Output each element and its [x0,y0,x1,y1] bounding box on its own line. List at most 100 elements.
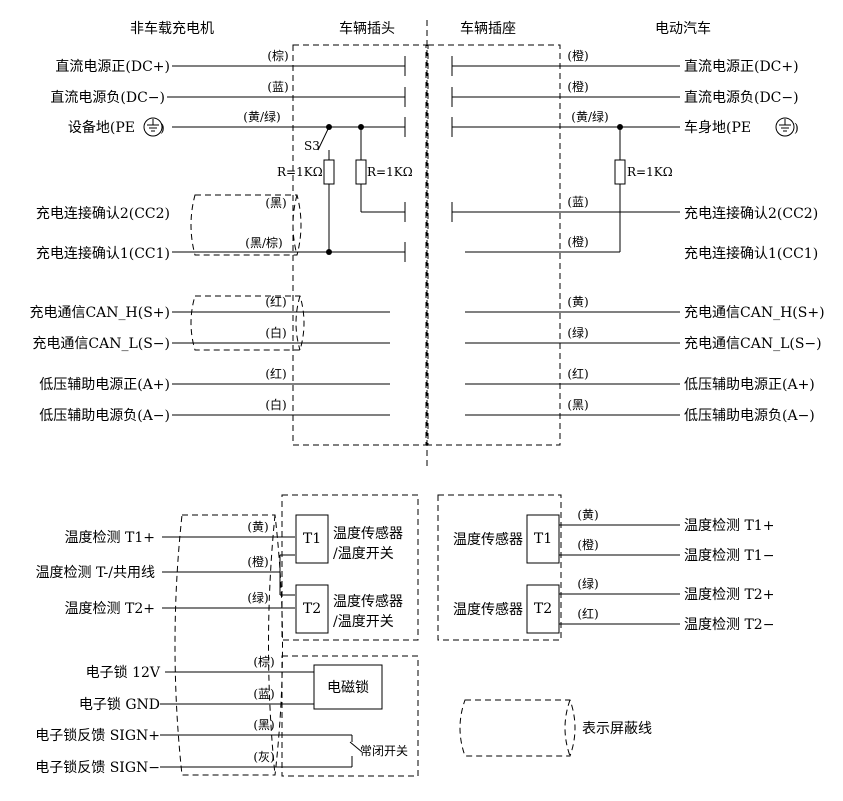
header-ev: 电动汽车 [655,20,711,37]
left-dc-neg: 直流电源负(DC−) [50,89,165,106]
lc-dc-neg: (蓝) [267,80,288,94]
lock-12v: 电子锁 12V [86,665,161,681]
right-temp-t1m: 温度检测 T1− [684,548,774,564]
lc-dc-pos: (棕) [267,48,288,63]
rc-dc-neg: (橙) [567,79,588,94]
lk-c2: (蓝) [253,687,274,701]
right-pe: 车身地(PE [684,119,751,136]
lc-aux-pos: (红) [265,366,286,381]
t1-label: T1 [303,531,321,547]
lk-c1: (棕) [253,654,274,669]
rt2-label: T2 [534,601,552,617]
rt-c2: (橙) [577,537,598,552]
rt1-box [526,514,560,564]
ev-resistor-branch [614,124,626,252]
rt1-desc: 温度传感器 [453,531,523,548]
r2-label: R=1KΩ [367,165,413,179]
temp-wires-left [162,536,295,609]
right-aux-pos: 低压辅助电源正(A+) [684,377,815,393]
rc-can-l: (绿) [567,325,588,340]
right-can-l: 充电通信CAN_L(S−) [684,336,822,352]
left-pe-close: ) [160,121,165,135]
lc-cc1: (黑/棕) [245,235,282,250]
right-ground-icon [775,117,795,137]
solenoid-label: 电磁锁 [327,680,369,696]
lc-can-l: (白) [265,325,286,340]
right-temp-t2p: 温度检测 T2+ [684,587,774,603]
rt2-desc: 温度传感器 [453,601,523,618]
left-pe: 设备地(PE [68,119,135,136]
s3-resistor-branch [317,124,406,262]
lc-aux-neg: (白) [265,397,286,412]
header-charger: 非车载充电机 [130,20,214,37]
left-cc1: 充电连接确认1(CC1) [36,245,170,262]
lc-can-h: (红) [265,294,286,309]
rc-can-h: (黄) [567,295,588,309]
t1-desc-b: /温度开关 [333,546,394,562]
shield-can [190,295,305,351]
t2-desc-b: /温度开关 [333,614,394,630]
left-cc2: 充电连接确认2(CC2) [36,205,170,222]
temp-wires-right [559,524,680,625]
rc-aux-pos: (红) [567,366,588,381]
lc-cc2: (黑) [265,196,286,210]
lt-c1: (黄) [247,520,268,534]
right-wires [452,65,680,416]
left-temp-tcom: 温度检测 T-/共用线 [36,565,155,581]
r3-label: R=1KΩ [627,165,673,179]
lock-sign-p: 电子锁反馈 SIGN+ [35,728,160,744]
right-temp-t1p: 温度检测 T1+ [684,518,774,534]
rt-c1: (黄) [577,508,598,522]
legend-label: 表示屏蔽线 [582,721,652,737]
rt-c3: (绿) [577,576,598,591]
rc-dc-pos: (橙) [567,48,588,63]
rc-cc1: (橙) [567,234,588,249]
shield-legend-icon [459,699,576,757]
lock-sign-m: 电子锁反馈 SIGN− [35,760,160,776]
left-aux-neg: 低压辅助电源负(A−) [39,408,170,424]
lt-c2: (橙) [247,554,268,569]
left-can-l: 充电通信CAN_L(S−) [32,336,170,352]
shield-lower [174,514,283,776]
lt-c3: (绿) [247,590,268,605]
t2-label: T2 [303,601,321,617]
left-temp-t2: 温度检测 T2+ [65,601,155,617]
rc-aux-neg: (黑) [567,398,588,412]
plug-lock-frame [281,655,419,777]
right-dc-neg: 直流电源负(DC−) [684,89,799,106]
r1-label: R=1KΩ [277,165,323,179]
right-pe-close: ) [794,121,799,135]
socket-temp-frame [437,494,562,641]
rt2-box [526,584,560,634]
lk-c4: (灰) [253,750,274,764]
rc-pe: (黄/绿) [571,109,608,124]
header-socket: 车辆插座 [460,20,516,37]
lock-gnd: 电子锁 GND [79,697,160,713]
lock-wires [160,670,363,768]
socket-frame [427,44,561,446]
left-ground-icon [143,117,163,137]
cc2-resistor-branch [355,124,405,213]
rt-c4: (红) [577,606,598,621]
right-aux-neg: 低压辅助电源负(A−) [684,408,815,424]
t1-box [295,514,329,564]
lk-c3: (黑) [253,718,274,732]
left-temp-t1: 温度检测 T1+ [65,530,155,546]
t2-box [295,584,329,634]
t1-desc-a: 温度传感器 [333,525,403,542]
t2-desc-a: 温度传感器 [333,593,403,610]
left-aux-pos: 低压辅助电源正(A+) [39,377,170,393]
plug-frame [292,44,427,446]
header-plug: 车辆插头 [339,20,395,37]
left-can-h: 充电通信CAN_H(S+) [29,305,170,321]
left-wires [167,65,405,416]
right-dc-pos: 直流电源正(DC+) [684,58,799,75]
nc-switch-label: 常闭开关 [360,744,408,758]
s3-label: S3 [304,139,320,153]
left-dc-pos: 直流电源正(DC+) [55,58,170,75]
right-temp-t2m: 温度检测 T2− [684,617,774,633]
right-cc1: 充电连接确认1(CC1) [684,245,818,262]
rc-cc2: (蓝) [567,195,588,209]
